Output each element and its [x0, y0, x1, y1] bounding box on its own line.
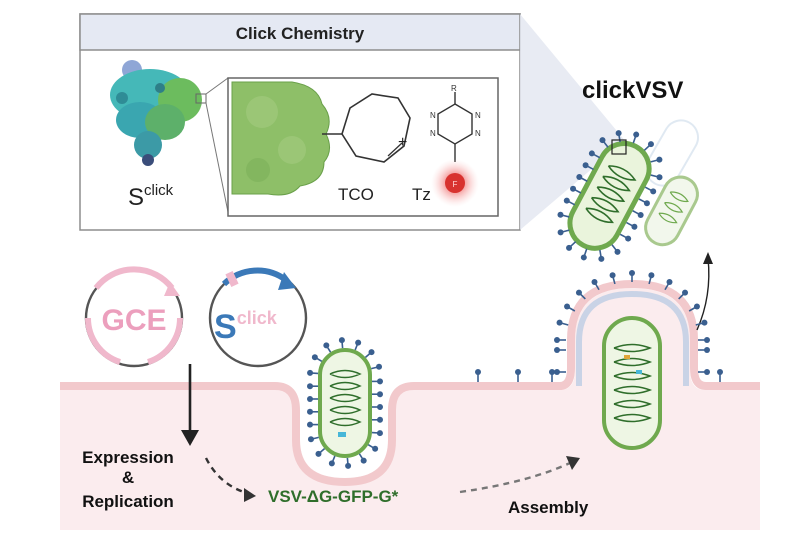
spike-head — [599, 137, 605, 143]
spike-head — [554, 337, 560, 343]
spike-head — [694, 304, 700, 310]
spike-head — [583, 162, 589, 168]
clickvsv-title: clickVSV — [582, 77, 683, 104]
second-virion — [640, 171, 704, 251]
spike-head — [369, 349, 375, 355]
spike-head — [372, 446, 378, 452]
spike-head — [376, 364, 382, 370]
tz-label: Tz — [412, 185, 431, 204]
vsv-construct-label: VSV-ΔG-GFP-G* — [268, 487, 399, 506]
spike-head — [377, 391, 383, 397]
spike-head — [355, 340, 361, 346]
gce-label: GCE — [101, 304, 166, 337]
spike-head — [312, 354, 318, 360]
spike-head — [515, 369, 521, 375]
spike-head — [566, 245, 572, 251]
spike-head — [564, 198, 570, 204]
sclick-plasmid: Sclick — [210, 270, 306, 366]
n-atom-1: N — [430, 111, 436, 120]
click-chemistry-panel: Click Chemistry Sclick + — [80, 14, 520, 230]
spike-head — [475, 369, 481, 375]
spike-head — [629, 270, 635, 276]
expression-label: Expression — [82, 448, 174, 467]
n-atom-2: N — [475, 111, 481, 120]
spike-head — [345, 463, 351, 469]
panel-title: Click Chemistry — [236, 24, 365, 43]
tco-label: TCO — [338, 185, 374, 204]
spike-head — [307, 370, 313, 376]
spike-head — [644, 200, 650, 206]
spike-head — [704, 369, 710, 375]
spike-head — [667, 279, 673, 285]
n-atom-4: N — [475, 129, 481, 138]
release-arrowhead — [703, 252, 713, 264]
assembly-virion — [604, 318, 660, 448]
plus-sign: + — [398, 134, 407, 151]
spike-head — [717, 369, 723, 375]
spike-head — [576, 174, 582, 180]
spike-head — [638, 212, 644, 218]
replication-label: Replication — [82, 492, 174, 511]
r-group-label: R — [451, 84, 457, 93]
spike-head — [650, 188, 656, 194]
spike-head — [377, 378, 383, 384]
spike-head — [361, 458, 367, 464]
sclick-label: Sclick — [214, 308, 278, 346]
spike-head — [704, 337, 710, 343]
protein-surface-zoom — [232, 82, 330, 195]
spike-head — [557, 320, 563, 326]
n-atom-3: N — [430, 129, 436, 138]
spike-head — [704, 347, 710, 353]
assembly-label: Assembly — [508, 498, 589, 517]
spike-head — [557, 212, 563, 218]
fluorophore-label: F — [453, 180, 458, 189]
spike-head — [648, 141, 654, 147]
spike-head — [307, 383, 313, 389]
spike-head — [339, 337, 345, 343]
release-arrow — [697, 258, 709, 330]
spike-head — [615, 249, 621, 255]
spike-head — [308, 436, 314, 442]
spike-head — [657, 174, 663, 180]
ampersand-label: & — [122, 468, 134, 487]
spike-head — [558, 229, 564, 235]
spike-head — [377, 404, 383, 410]
spike-head — [648, 272, 654, 278]
spike-head — [554, 369, 560, 375]
spike-head — [656, 157, 662, 163]
spike-head — [323, 342, 329, 348]
spike-head — [329, 460, 335, 466]
gce-plasmid: GCE — [86, 269, 182, 366]
spike-head — [307, 409, 313, 415]
spike-head — [592, 279, 598, 285]
spike-head — [377, 430, 383, 436]
spike-head — [564, 304, 570, 310]
spike-head — [315, 451, 321, 457]
spike-head — [307, 396, 313, 402]
spike-head — [589, 150, 595, 156]
spike-head — [682, 290, 688, 296]
spike-head — [307, 422, 313, 428]
spike-head — [576, 290, 582, 296]
spike-head — [701, 320, 707, 326]
spike-head — [610, 272, 616, 278]
spike-head — [554, 347, 560, 353]
spike-head — [633, 132, 639, 138]
spike-head — [581, 254, 587, 260]
spike-head — [598, 256, 604, 262]
intracellular-virion — [320, 350, 370, 456]
spike-head — [570, 186, 576, 192]
spike-head — [616, 130, 622, 136]
spike-head — [631, 224, 637, 230]
spike-head — [377, 417, 383, 423]
spike-head — [625, 236, 631, 242]
